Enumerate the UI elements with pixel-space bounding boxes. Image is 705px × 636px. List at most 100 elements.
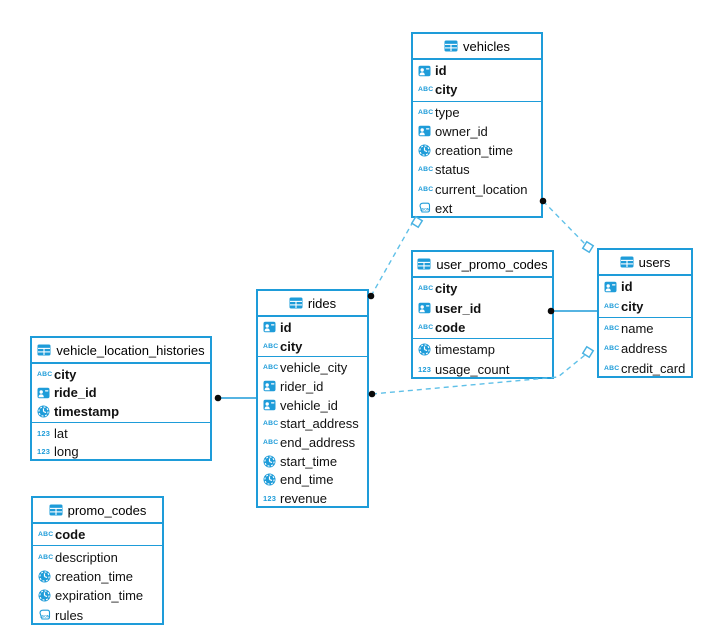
uuid-icon (37, 387, 54, 399)
cardinality-dot (368, 390, 376, 398)
column-rides-vehicle_id[interactable]: vehicle_id (258, 396, 367, 415)
text-icon: ABC (604, 325, 620, 333)
table-icon (620, 256, 634, 268)
table-header-rides[interactable]: rides (258, 291, 367, 317)
table-header-users[interactable]: users (599, 250, 691, 276)
column-name: city (54, 366, 77, 382)
123-icon: 123 (37, 428, 51, 438)
text-icon: ABC (263, 438, 279, 446)
uuid-icon (263, 321, 280, 333)
column-name: code (55, 527, 86, 543)
column-rides-end_time[interactable]: end_time (258, 471, 367, 490)
column-name: user_id (435, 300, 482, 316)
clock-icon (263, 455, 280, 468)
table-header-vehicle_location_histories[interactable]: vehicle_location_histories (32, 338, 210, 364)
column-rides-id[interactable]: id (258, 318, 367, 337)
column-users-id[interactable]: id (599, 277, 691, 297)
column-vehicle_location_histories-ride_id[interactable]: ride_id (32, 384, 210, 403)
column-name: usage_count (435, 361, 510, 377)
json-icon: JSON (418, 202, 435, 215)
column-vehicles-id[interactable]: id (413, 61, 541, 80)
text-icon: ABC (418, 285, 434, 293)
table-title: vehicles (463, 38, 510, 54)
column-user_promo_codes-user_id[interactable]: user_id (413, 298, 552, 317)
column-name: rider_id (280, 378, 324, 394)
table-title: user_promo_codes (436, 256, 548, 272)
text-icon: ABC (418, 323, 434, 331)
column-promo_codes-creation_time[interactable]: creation_time (33, 567, 162, 586)
text-icon: ABC (263, 342, 279, 350)
column-name: id (435, 63, 447, 79)
column-vehicles-creation_time[interactable]: creation_time (413, 141, 541, 160)
column-name: city (621, 298, 644, 314)
column-rides-start_time[interactable]: start_time (258, 452, 367, 471)
column-name: creation_time (435, 143, 514, 159)
relationship-vehicle_location_histories-to-rides[interactable] (214, 394, 256, 402)
table-title: vehicle_location_histories (56, 342, 205, 358)
table-header-vehicles[interactable]: vehicles (413, 34, 541, 60)
table-header-user_promo_codes[interactable]: user_promo_codes (413, 252, 552, 278)
column-user_promo_codes-timestamp[interactable]: timestamp (413, 340, 552, 359)
column-name: vehicle_city (280, 360, 348, 376)
123-icon: 123 (37, 447, 51, 457)
column-promo_codes-expiration_time[interactable]: expiration_time (33, 586, 162, 605)
column-vehicles-owner_id[interactable]: owner_id (413, 122, 541, 141)
table-icon (49, 504, 63, 516)
relationship-vehicles-to-users[interactable] (539, 197, 595, 254)
column-vehicle_location_histories-timestamp[interactable]: timestamp (32, 402, 210, 421)
table-icon (37, 344, 51, 356)
clock-icon (418, 144, 435, 157)
uuid-icon (418, 65, 435, 77)
relationship-user_promo_codes-to-users[interactable] (547, 307, 597, 315)
uuid-icon (263, 399, 280, 411)
table-header-promo_codes[interactable]: promo_codes (33, 498, 162, 524)
column-name: city (280, 338, 303, 354)
cardinality-diamond (581, 240, 595, 254)
table-title: promo_codes (67, 502, 147, 518)
uuid-icon (604, 281, 621, 293)
column-name: timestamp (435, 342, 495, 358)
column-rides-rider_id[interactable]: rider_id (258, 377, 367, 396)
clock-icon (38, 589, 55, 602)
column-name: end_address (280, 434, 356, 450)
123-icon: 123 (418, 364, 432, 374)
column-name: address (621, 341, 668, 357)
text-icon: ABC (38, 553, 54, 561)
column-name: vehicle_id (280, 397, 338, 413)
text-icon: ABC (604, 364, 620, 372)
text-icon: ABC (37, 370, 53, 378)
